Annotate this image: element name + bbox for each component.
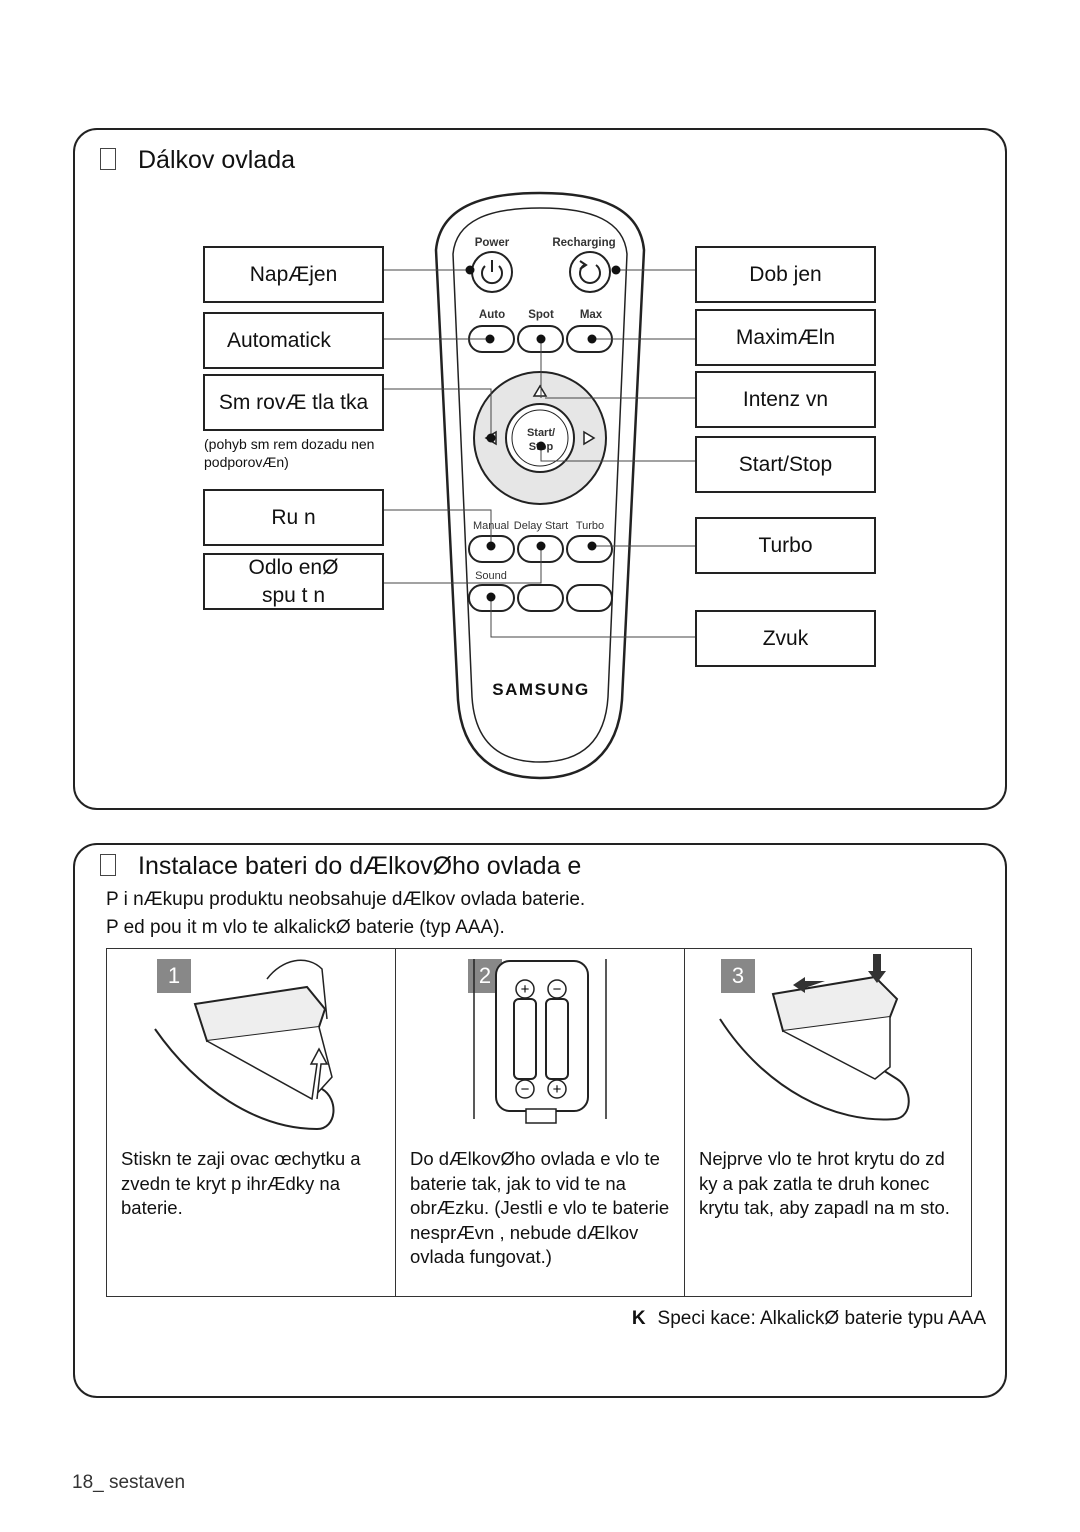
step-3-number: 3 — [721, 959, 755, 993]
label-sound: Zvuk — [695, 610, 876, 667]
label-spot: Intenz vn — [695, 371, 876, 428]
remote-auto-text: Auto — [479, 309, 505, 321]
samsung-logo: SAMSUNG — [492, 680, 589, 699]
battery-section-title: Instalace bateri do dÆlkovØho ovlada e — [100, 852, 581, 881]
remote-start-text: Start/ — [527, 427, 555, 439]
remote-spot-text: Spot — [528, 309, 554, 321]
remote-delay-text: Delay Start — [514, 520, 568, 532]
direction-note: (pohyb sm rem dozadu nen podporovÆn) — [204, 436, 375, 470]
remote-illustration: Power Recharging Auto Spot Max Start/ St… — [384, 191, 696, 780]
svg-text:+: + — [553, 1081, 562, 1098]
label-auto: Automatick — [203, 312, 384, 369]
label-start-stop: Start/Stop — [695, 436, 876, 493]
step-1-number: 1 — [157, 959, 191, 993]
step-3: 3 Nejprve vlo te hrot krytu do zd ky a p… — [684, 949, 972, 1296]
step-2: 2 + − − + Do dÆlkovØho ovlada e vlo te b… — [395, 949, 685, 1296]
svg-text:−: − — [553, 981, 562, 998]
label-direction: Sm rovÆ tla tka — [203, 374, 384, 431]
remote-turbo-text: Turbo — [576, 520, 604, 532]
svg-text:+: + — [521, 981, 530, 998]
bullet-icon — [100, 854, 116, 876]
remote-power-text: Power — [475, 237, 510, 249]
label-delay-start: Odlo enØ spu t n — [203, 553, 384, 610]
page-footer: 18_ sestaven — [72, 1472, 186, 1493]
spec-mark: K — [631, 1308, 646, 1329]
step-3-text: Nejprve vlo te hrot krytu do zd ky a pak… — [699, 1148, 950, 1218]
up-arrow-icon — [532, 384, 548, 397]
spec-text: Speci kace: AlkalickØ baterie typu AAA — [657, 1308, 986, 1329]
battery-intro-1: P i nÆkupu produktu neobsahuje dÆlkov ov… — [106, 889, 586, 910]
remote-recharging-text: Recharging — [552, 237, 615, 249]
step-3-illustration — [719, 954, 910, 1121]
label-delay-line2: spu t n — [261, 583, 326, 607]
remote-section-title: Dálkov ovlada — [100, 146, 295, 175]
remote-max-text: Max — [580, 309, 603, 321]
step-1-illustration — [154, 959, 335, 1131]
label-max: MaximÆln — [695, 309, 876, 366]
label-recharging: Dob jen — [695, 246, 876, 303]
label-delay-line1: Odlo enØ — [248, 555, 339, 579]
battery-intro-2: P ed pou it m vlo te alkalickØ baterie (… — [106, 917, 505, 938]
label-manual: Ru n — [203, 489, 384, 546]
recharging-button — [569, 251, 611, 293]
step-1-text: Stiskn te zaji ovac œchytku a zvedn te k… — [121, 1148, 361, 1218]
step-2-text: Do dÆlkovØho ovlada e vlo te baterie tak… — [410, 1148, 670, 1267]
spec-note: K Speci kace: AlkalickØ baterie typu AAA — [632, 1308, 986, 1330]
bullet-icon — [100, 148, 116, 170]
step-2-illustration: + − − + — [473, 959, 607, 1124]
label-power: NapÆjen — [203, 246, 384, 303]
battery-steps-table: 1 Stiskn te zaji ovac œchytku a zvedn te… — [106, 948, 972, 1297]
svg-text:−: − — [521, 1081, 530, 1098]
right-arrow-icon — [583, 430, 596, 446]
step-1: 1 Stiskn te zaji ovac œchytku a zvedn te… — [107, 949, 395, 1296]
remote-sound-text: Sound — [475, 570, 507, 582]
label-turbo: Turbo — [695, 517, 876, 574]
